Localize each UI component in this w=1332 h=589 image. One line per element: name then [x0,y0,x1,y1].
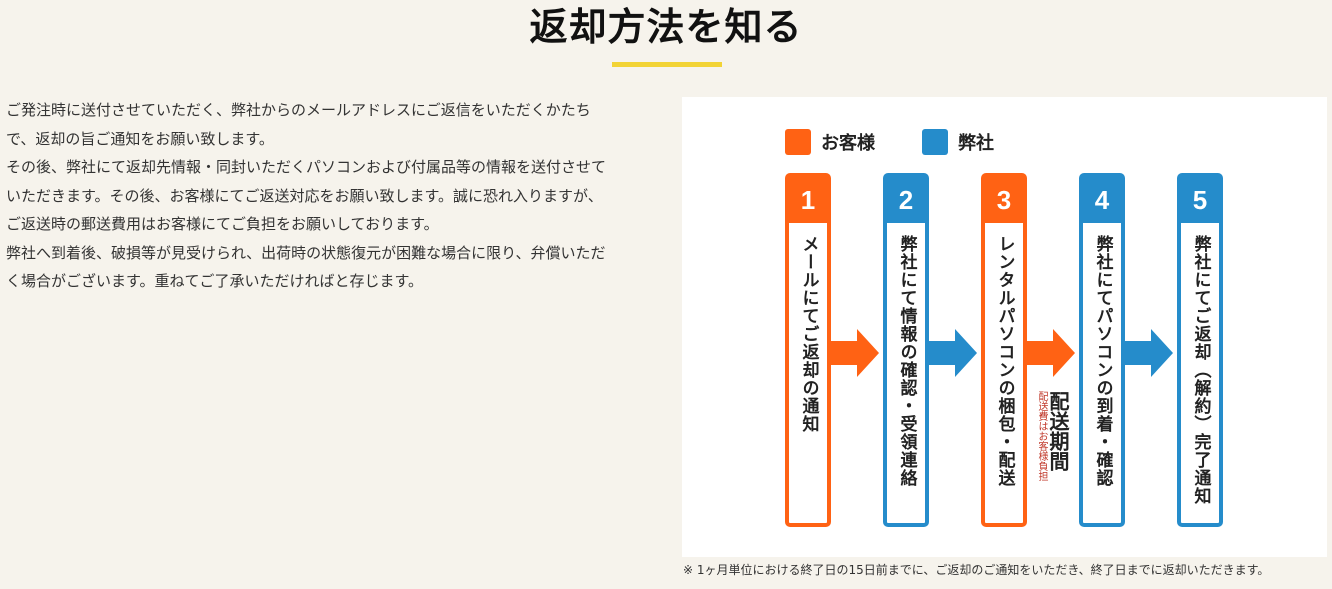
step-text: 弊社にてパソコンの到着・確認 [1092,235,1113,487]
arrow-right-icon [827,329,879,377]
step-text: 弊社にてご返却（解約）完了通知 [1190,235,1211,505]
step-number: 5 [1181,177,1219,223]
intro-line: 弊社へ到着後、破損等が見受けられ、出荷時の状態復元が困難な場合に限り、弁償いただ [6,243,606,262]
arrow-right-icon [925,329,977,377]
step-number: 1 [789,177,827,223]
shipping-cost-note: 配送費はお客様負担 [1036,391,1047,481]
legend-customer: お客様 [785,128,875,156]
intro-line: ご返送時の郵送費用はお客様にてご負担をお願いしております。 [6,215,439,233]
legend-swatch-company [922,129,948,155]
step-number: 2 [887,177,925,223]
step-number: 4 [1083,177,1121,223]
legend-company: 弊社 [922,128,994,156]
step-text: 弊社にて情報の確認・受領連絡 [896,235,917,487]
intro-text: ご発注時に送付させていただく、弊社からのメールアドレスにご返信をいただくかたち … [6,96,656,296]
footnote: ※ 1ヶ月単位における終了日の15日前までに、ご返却のご通知をいただき、終了日ま… [683,563,1270,577]
step-1: 1 メールにてご返却の通知 [785,173,831,527]
shipping-period: 配送期間 配送費はお客様負担 [1036,391,1070,481]
legend-label: 弊社 [958,133,994,154]
step-4: 4 弊社にてパソコンの到着・確認 [1079,173,1125,527]
legend-label: お客様 [821,133,875,154]
title-underline [612,62,722,67]
intro-line: で、返却の旨ご通知をお願い致します。 [6,129,274,148]
intro-line: その後、弊社にて返却先情報・同封いただくパソコンおよび付属品等の情報を送付させて [6,158,607,176]
step-3: 3 レンタルパソコンの梱包・配送 [981,173,1027,527]
arrow-right-icon [1023,329,1075,377]
legend-swatch-customer [785,129,811,155]
intro-line: いただきます。その後、お客様にてご返送対応をお願い致します。誠に恐れ入りますが、 [6,186,603,205]
intro-line: ご発注時に送付させていただく、弊社からのメールアドレスにご返信をいただくかたち [6,101,591,119]
step-text: メールにてご返却の通知 [798,235,819,433]
intro-line: く場合がございます。重ねてご了承いただければと存じます。 [6,272,424,290]
page-title: 返却方法を知る [529,5,803,49]
arrow-right-icon [1121,329,1173,377]
step-number: 3 [985,177,1023,223]
return-flow-diagram: お客様 弊社 1 メールにてご返却の通知 2 弊社にて情報の確認・受領連絡 3 … [682,97,1327,557]
step-text: レンタルパソコンの梱包・配送 [994,235,1015,487]
shipping-period-label: 配送期間 [1046,391,1070,471]
step-2: 2 弊社にて情報の確認・受領連絡 [883,173,929,527]
step-5: 5 弊社にてご返却（解約）完了通知 [1177,173,1223,527]
